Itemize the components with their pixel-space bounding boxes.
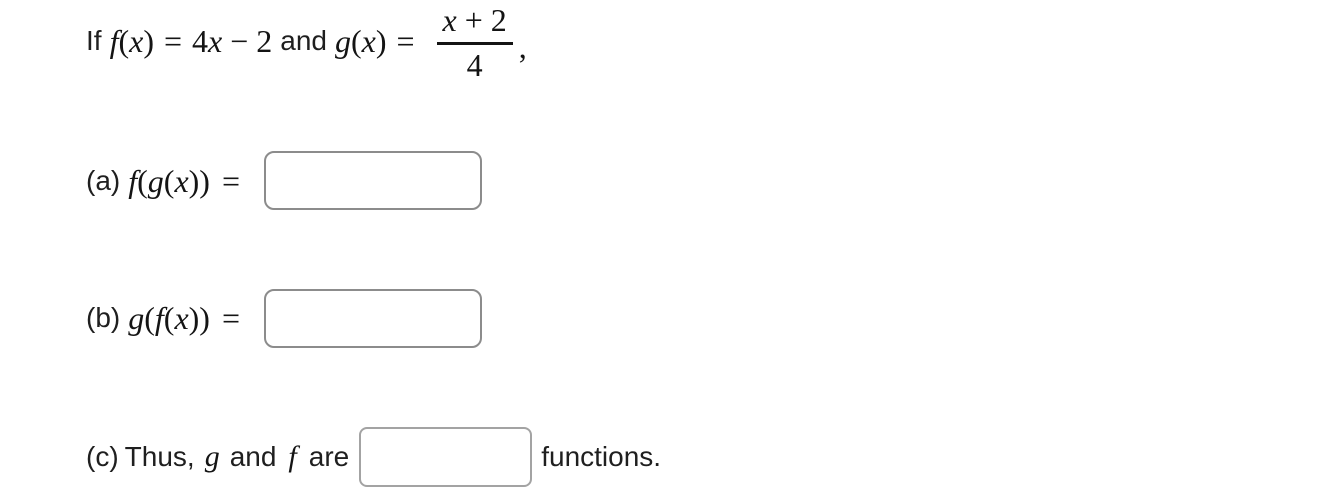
math-equals: = xyxy=(396,23,415,59)
math-var-f: f xyxy=(109,23,119,59)
math-var-x: x xyxy=(174,300,189,336)
math-paren-open: ( xyxy=(118,23,130,59)
part-a-row: (a) f ( g ( x )) = xyxy=(86,151,482,210)
math-paren-open: ( xyxy=(137,162,148,199)
math-constant: 2 xyxy=(490,1,507,38)
fraction-denominator: 4 xyxy=(466,46,483,83)
math-paren-open: ( xyxy=(163,162,175,199)
math-var-x: x xyxy=(208,23,223,59)
math-minus: − xyxy=(230,23,249,59)
part-c-word-and: and xyxy=(229,441,277,472)
math-parens-close: )) xyxy=(188,300,210,336)
math-var-f: f xyxy=(288,440,297,473)
part-c-word-functions: functions. xyxy=(541,441,662,472)
part-b-label: (b) xyxy=(86,302,121,333)
math-var-x: x xyxy=(174,162,189,199)
math-comma: , xyxy=(518,29,527,65)
problem-statement: If f ( x ) = 4 x − 2 and g ( x ) = x + 2… xyxy=(86,0,527,82)
math-constant: 2 xyxy=(256,23,273,59)
part-a-label: (a) xyxy=(86,164,121,196)
math-paren-open: ( xyxy=(163,300,175,336)
math-var-g: g xyxy=(334,23,351,59)
math-var-g: g xyxy=(147,162,164,199)
math-var-x: x xyxy=(129,23,144,59)
fraction-numerator: x + 2 xyxy=(436,1,513,45)
math-paren-open: ( xyxy=(144,300,155,336)
math-var-g: g xyxy=(204,440,220,473)
part-c-answer-input[interactable] xyxy=(359,427,533,487)
math-paren-open: ( xyxy=(350,23,362,59)
part-a-answer-input[interactable] xyxy=(264,151,482,210)
intro-word-if: If xyxy=(86,25,102,56)
part-c-word-thus: Thus, xyxy=(124,441,195,472)
math-equals: = xyxy=(221,300,240,336)
homework-problem-page: { "colors": { "background": "#ffffff", "… xyxy=(86,0,662,487)
intro-word-and: and xyxy=(280,25,327,56)
math-coefficient: 4 xyxy=(192,23,209,59)
part-c-label: (c) xyxy=(86,441,119,472)
math-paren-close: ) xyxy=(375,23,387,59)
math-var-x: x xyxy=(361,23,376,59)
part-b-answer-input[interactable] xyxy=(264,288,482,348)
math-var-g: g xyxy=(128,300,145,336)
part-c-word-are: are xyxy=(308,441,350,472)
math-var-x: x xyxy=(442,1,457,38)
math-parens-close: )) xyxy=(188,162,210,199)
math-plus: + xyxy=(464,1,483,38)
math-var-f: f xyxy=(128,162,138,199)
math-fraction: x + 2 4 xyxy=(436,1,513,83)
part-c-row: (c) Thus, g and f are functions. xyxy=(86,427,661,487)
part-b-row: (b) g ( f ( x )) = xyxy=(86,288,482,348)
math-equals: = xyxy=(221,162,240,199)
math-equals: = xyxy=(163,23,183,59)
math-var-f: f xyxy=(154,300,164,336)
math-paren-close: ) xyxy=(143,23,154,59)
